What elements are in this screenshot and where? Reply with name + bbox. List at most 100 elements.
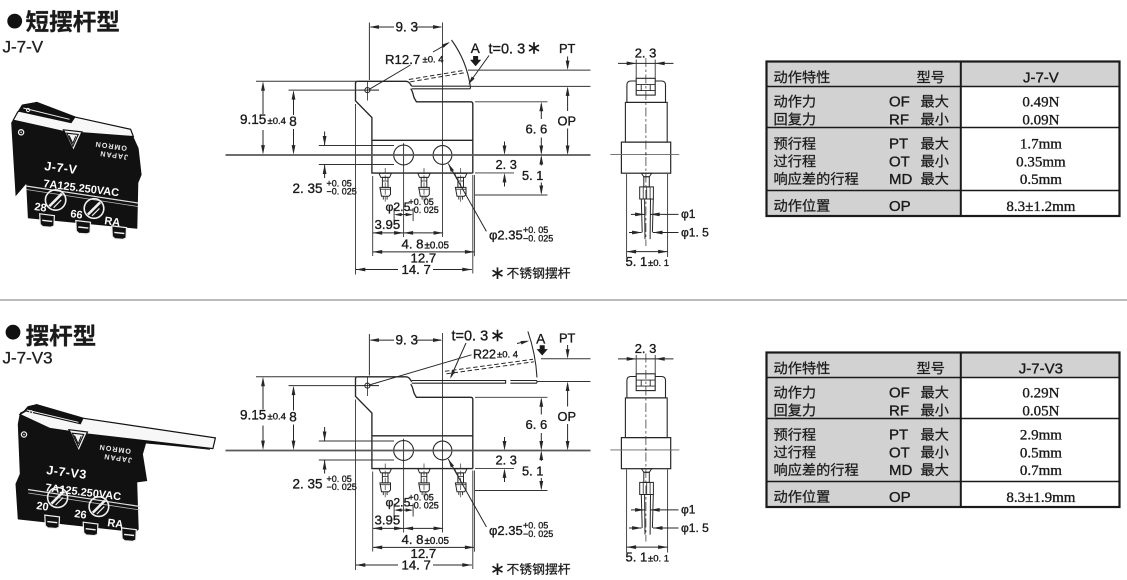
svg-text:±0. 4: ±0. 4 [423, 55, 444, 66]
svg-text:3.95: 3.95 [375, 217, 401, 232]
svg-text:9.15: 9.15 [240, 408, 266, 423]
svg-text:φ1: φ1 [681, 207, 696, 221]
svg-text:5. 1: 5. 1 [522, 463, 543, 478]
svg-text:2. 35: 2. 35 [293, 181, 323, 196]
svg-text:J-7-V3: J-7-V3 [1019, 360, 1063, 377]
svg-text:9. 3: 9. 3 [396, 333, 419, 348]
svg-text:8: 8 [289, 114, 297, 129]
svg-text:OP: OP [889, 489, 911, 506]
svg-text:0.05N: 0.05N [1022, 403, 1059, 419]
svg-text:4. 8: 4. 8 [402, 236, 424, 251]
svg-text:28: 28 [34, 201, 48, 215]
svg-text:R22: R22 [473, 348, 496, 362]
svg-text:φ2.5: φ2.5 [386, 200, 411, 214]
svg-text:2. 3: 2. 3 [635, 341, 657, 356]
svg-text:PT: PT [889, 427, 908, 444]
svg-text:MD: MD [889, 171, 912, 188]
svg-text:0.5mm: 0.5mm [1020, 445, 1062, 461]
svg-text:OT: OT [889, 444, 910, 461]
svg-text:+0. 05: +0. 05 [327, 474, 352, 484]
svg-text:t=0. 3: t=0. 3 [489, 42, 526, 58]
svg-text:PT: PT [559, 331, 576, 346]
svg-text:OF: OF [889, 94, 910, 111]
svg-text:20: 20 [36, 500, 50, 514]
svg-text:−0. 025: −0. 025 [409, 205, 439, 215]
svg-text:±0. 4: ±0. 4 [497, 350, 518, 361]
svg-text:±0.4: ±0.4 [268, 116, 286, 127]
svg-text:±0.4: ±0.4 [268, 412, 286, 423]
svg-text:OMRON: OMRON [98, 443, 131, 456]
svg-text:+0. 05: +0. 05 [523, 225, 548, 235]
svg-text:R12.7: R12.7 [385, 52, 420, 67]
svg-text:6. 6: 6. 6 [526, 121, 548, 136]
svg-text:14. 7: 14. 7 [402, 262, 431, 277]
svg-text:J-7-V: J-7-V [3, 38, 44, 57]
svg-text:+0. 05: +0. 05 [327, 178, 352, 188]
svg-text:6. 6: 6. 6 [526, 417, 548, 432]
svg-text:PT: PT [889, 136, 908, 153]
svg-text:±0. 1: ±0. 1 [648, 258, 669, 269]
svg-text:RF: RF [889, 111, 909, 128]
svg-text:0.5mm: 0.5mm [1020, 172, 1062, 188]
svg-text:OP: OP [889, 198, 911, 215]
svg-text:8.3±1.2mm: 8.3±1.2mm [1006, 199, 1075, 215]
svg-text:1.7mm: 1.7mm [1020, 137, 1062, 153]
svg-text:J-7-V3: J-7-V3 [3, 348, 53, 367]
svg-text:J-7-V: J-7-V [44, 159, 79, 177]
svg-text:26: 26 [74, 508, 88, 522]
svg-text:t=0. 3: t=0. 3 [452, 329, 489, 345]
svg-text:A: A [471, 41, 480, 56]
svg-text:+0. 05: +0. 05 [523, 521, 548, 531]
svg-text:J-7-V: J-7-V [1023, 69, 1059, 86]
svg-text:φ2.5: φ2.5 [386, 496, 411, 510]
svg-text:0.29N: 0.29N [1022, 386, 1059, 402]
svg-text:±0.05: ±0.05 [425, 536, 450, 547]
svg-text:−0. 025: −0. 025 [409, 501, 439, 511]
svg-text:2. 3: 2. 3 [635, 46, 657, 61]
svg-text:12.7: 12.7 [411, 546, 437, 561]
svg-text:12.7: 12.7 [411, 250, 437, 265]
svg-text:±0. 1: ±0. 1 [648, 554, 669, 565]
svg-text:66: 66 [70, 208, 84, 222]
svg-text:φ1: φ1 [681, 503, 696, 517]
svg-text:RA: RA [107, 517, 124, 531]
svg-text:2. 35: 2. 35 [293, 476, 323, 491]
svg-text:φ2.35: φ2.35 [489, 228, 523, 243]
svg-text:2. 3: 2. 3 [496, 157, 517, 172]
svg-text:−0. 025: −0. 025 [327, 187, 357, 197]
svg-text:0.35mm: 0.35mm [1016, 154, 1066, 170]
svg-text:8.3±1.9mm: 8.3±1.9mm [1006, 490, 1075, 506]
svg-text:−0. 025: −0. 025 [523, 233, 553, 243]
svg-text:−0. 025: −0. 025 [523, 529, 553, 539]
svg-text:MD: MD [889, 462, 912, 479]
svg-text:JAPAN: JAPAN [99, 149, 129, 162]
svg-text:PT: PT [559, 41, 576, 56]
svg-text:5. 1: 5. 1 [522, 168, 543, 183]
svg-text:0.49N: 0.49N [1022, 95, 1059, 111]
svg-text:RF: RF [889, 402, 909, 419]
svg-text:2. 3: 2. 3 [496, 452, 517, 467]
svg-text:5. 1: 5. 1 [626, 254, 648, 269]
svg-text:0.7mm: 0.7mm [1020, 463, 1062, 479]
svg-text:3.95: 3.95 [375, 513, 401, 528]
svg-text:OP: OP [558, 409, 577, 424]
svg-text:4. 8: 4. 8 [402, 532, 424, 547]
svg-text:14. 7: 14. 7 [402, 557, 431, 572]
svg-text:9.15: 9.15 [240, 112, 266, 127]
svg-text:9. 3: 9. 3 [396, 20, 419, 35]
svg-text:J-7-V3: J-7-V3 [46, 463, 88, 482]
svg-text:+0. 05: +0. 05 [409, 492, 434, 502]
svg-text:OP: OP [558, 113, 577, 128]
svg-text:±0.05: ±0.05 [425, 240, 450, 251]
svg-text:OF: OF [889, 385, 910, 402]
svg-text:5. 1: 5. 1 [626, 550, 648, 565]
svg-text:RA: RA [104, 215, 121, 229]
svg-text:−0. 025: −0. 025 [327, 482, 357, 492]
svg-text:φ1. 5: φ1. 5 [681, 225, 709, 239]
svg-text:0.09N: 0.09N [1022, 112, 1059, 128]
svg-text:φ1. 5: φ1. 5 [681, 521, 709, 535]
svg-text:+0. 05: +0. 05 [409, 197, 434, 207]
svg-text:OMRON: OMRON [94, 140, 127, 153]
svg-text:JAPAN: JAPAN [103, 452, 133, 465]
svg-text:OT: OT [889, 153, 910, 170]
